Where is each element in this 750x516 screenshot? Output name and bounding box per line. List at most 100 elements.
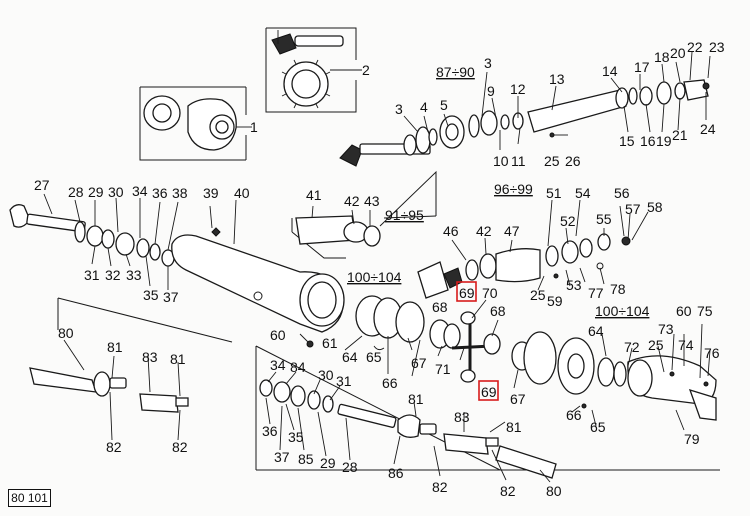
part-label-43: 43 [364, 193, 380, 209]
part-label-24: 24 [700, 121, 716, 137]
part-label-82b: 82 [172, 439, 188, 455]
upper-pinion-assembly [339, 79, 710, 167]
part-label-74: 74 [678, 337, 694, 353]
part-label-23: 23 [709, 39, 725, 55]
page-code-box: 80 101 [8, 489, 51, 507]
part-label-38: 38 [172, 185, 188, 201]
part-label-91-95: 91÷95 [385, 207, 424, 223]
part-label-65a: 65 [366, 349, 382, 365]
part-label-19: 19 [656, 133, 672, 149]
part-label-16: 16 [640, 133, 656, 149]
part-label-78: 78 [610, 281, 626, 297]
part-label-67a: 67 [411, 355, 427, 371]
part-label-76: 76 [704, 345, 720, 361]
part-label-75: 75 [697, 303, 713, 319]
part-label-9: 9 [487, 83, 495, 99]
left-differential [306, 295, 461, 351]
part-label-81c: 81 [408, 391, 424, 407]
part-label-79: 79 [684, 431, 700, 447]
part-label-54: 54 [575, 185, 591, 201]
part-label-42b: 42 [476, 223, 492, 239]
part-label-34: 34 [132, 183, 148, 199]
part-label-64b: 64 [588, 323, 604, 339]
part-label-14: 14 [602, 63, 618, 79]
part-label-80a: 80 [58, 325, 74, 341]
part-label-12: 12 [510, 81, 526, 97]
part-label-39: 39 [203, 185, 219, 201]
highlight-box-69-lower [478, 380, 499, 401]
part-label-53: 53 [566, 277, 582, 293]
part-label-2: 2 [362, 62, 370, 78]
part-label-28: 28 [68, 184, 84, 200]
axle-housing [171, 227, 345, 333]
part-label-56: 56 [614, 185, 630, 201]
part-label-37b: 37 [274, 449, 290, 465]
part-label-69a: 69 [459, 285, 475, 301]
part-label-31b: 31 [336, 373, 352, 389]
part-label-17: 17 [634, 59, 650, 75]
part-label-20: 20 [670, 45, 686, 61]
part-label-29b: 29 [320, 455, 336, 471]
part-label-82a: 82 [106, 439, 122, 455]
part-label-66a: 66 [382, 375, 398, 391]
part-label-87-90: 87÷90 [436, 64, 475, 80]
lower-left-ujoint [29, 297, 233, 413]
trumpet-group [291, 170, 437, 259]
part-label-77: 77 [588, 285, 604, 301]
part-label-68b: 68 [490, 303, 506, 319]
part-label-25a: 25 [544, 153, 560, 169]
part-label-65b: 65 [590, 419, 606, 435]
part-label-37: 37 [163, 289, 179, 305]
spider-cross [451, 311, 501, 383]
part-label-30b: 30 [318, 367, 334, 383]
part-label-29: 29 [88, 184, 104, 200]
part-label-3b: 3 [484, 55, 492, 71]
part-label-40: 40 [234, 185, 250, 201]
part-number-labels: 1 2 3 3 4 5 87÷90 9 10 11 12 13 14 15 16… [34, 39, 725, 499]
part-label-51: 51 [546, 185, 562, 201]
part-label-66b: 66 [566, 407, 582, 423]
part-label-36b: 36 [262, 423, 278, 439]
part-label-32: 32 [105, 267, 121, 283]
part-label-25c: 25 [648, 337, 664, 353]
part-label-61: 61 [322, 335, 338, 351]
part-label-21: 21 [672, 127, 688, 143]
part-label-84: 84 [290, 359, 306, 375]
part-label-100-104a: 100÷104 [347, 269, 402, 285]
part-label-28b: 28 [342, 459, 358, 475]
part-label-34b: 34 [270, 357, 286, 373]
part-label-25b: 25 [530, 287, 546, 303]
part-label-67b: 67 [510, 391, 526, 407]
part-label-85: 85 [298, 451, 314, 467]
part-label-5: 5 [440, 97, 448, 113]
part-label-52: 52 [560, 213, 576, 229]
part-label-71: 71 [435, 361, 451, 377]
leader-lines [43, 30, 711, 483]
part-label-22: 22 [687, 39, 703, 55]
ring-gear-group [265, 27, 362, 113]
part-label-4: 4 [420, 99, 428, 115]
part-label-18: 18 [654, 49, 670, 65]
part-label-64a: 64 [342, 349, 358, 365]
left-axle-shaft [9, 204, 175, 267]
part-label-57: 57 [625, 201, 641, 217]
part-label-60a: 60 [270, 327, 286, 343]
part-label-15: 15 [619, 133, 635, 149]
part-label-82c: 82 [432, 479, 448, 495]
part-label-73: 73 [658, 321, 674, 337]
part-label-70: 70 [482, 285, 498, 301]
part-label-83b: 83 [454, 409, 470, 425]
part-label-33: 33 [126, 267, 142, 283]
part-label-26: 26 [565, 153, 581, 169]
part-label-41: 41 [306, 187, 322, 203]
part-label-47: 47 [504, 223, 520, 239]
part-label-72: 72 [624, 339, 640, 355]
part-label-86: 86 [388, 465, 404, 481]
part-label-80b: 80 [546, 483, 562, 499]
part-label-58: 58 [647, 199, 663, 215]
part-label-30: 30 [108, 184, 124, 200]
part-label-96-99: 96÷99 [494, 181, 533, 197]
part-label-35b: 35 [288, 429, 304, 445]
